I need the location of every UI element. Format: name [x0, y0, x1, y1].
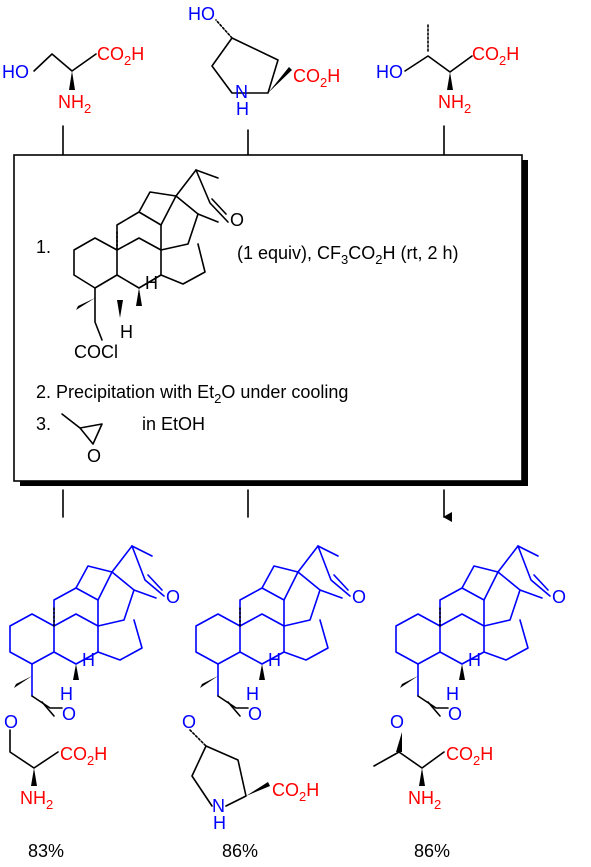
propylene-oxide: O [61, 413, 103, 466]
cocl-label: COCl [74, 342, 118, 362]
hydroxyproline-structure: HO CO2H N H [188, 4, 340, 119]
serine-nh2-label: NH2 [58, 92, 91, 116]
step-1-number: 1. [36, 237, 51, 257]
h-label-2: H [120, 322, 133, 342]
serine-structure: HO CO2H NH2 [2, 44, 144, 116]
hyp-co2h-label: CO2H [293, 66, 340, 90]
svg-text:H: H [268, 650, 281, 670]
svg-text:CO2H: CO2H [446, 744, 493, 768]
step-3-text: in EtOH [142, 414, 205, 434]
product-serine-ester: O H H O O CO2H NH2 [4, 545, 180, 812]
svg-text:O: O [352, 587, 366, 607]
h-label-1: H [145, 273, 158, 293]
product-threonine-ester: O H H O O CO2H NH2 [373, 545, 566, 812]
hyp-h-label: H [236, 99, 249, 119]
svg-text:O: O [182, 712, 196, 732]
svg-text:O: O [62, 704, 76, 724]
down-arrows [62, 489, 444, 517]
svg-text:N: N [212, 796, 225, 816]
step-2-text: 2. Precipitation with Et2O under cooling [36, 382, 348, 406]
step-3-number: 3. [36, 414, 51, 434]
serine-co2h-label: CO2H [97, 44, 144, 68]
reagent-box [13, 154, 523, 482]
step-1-conditions: (1 equiv), CF3CO2H (rt, 2 h) [237, 243, 459, 267]
svg-text:NH2: NH2 [20, 788, 53, 812]
svg-text:CO2H: CO2H [60, 744, 107, 768]
ketone-o-label: O [230, 210, 244, 230]
hyp-n-label: N [235, 82, 248, 102]
svg-text:NH2: NH2 [408, 788, 441, 812]
threonine-structure: HO CO2H NH2 [376, 24, 519, 116]
serine-ho-label: HO [2, 62, 29, 82]
epoxide-o-label: O [87, 446, 101, 466]
svg-text:CO2H: CO2H [272, 780, 319, 804]
thr-ho-label: HO [376, 62, 403, 82]
svg-text:H: H [446, 684, 459, 704]
svg-text:O: O [166, 587, 180, 607]
product-hydroxyproline-ester: O H H O O CO2H N H [182, 545, 366, 833]
svg-text:H: H [60, 684, 73, 704]
svg-text:O: O [448, 704, 462, 724]
yield-serine: 83% [28, 841, 64, 861]
svg-text:H: H [82, 650, 95, 670]
svg-text:O: O [4, 712, 18, 732]
svg-text:O: O [390, 712, 404, 732]
thr-co2h-label: CO2H [472, 44, 519, 68]
svg-text:H: H [468, 650, 481, 670]
yield-hydroxyproline: 86% [222, 841, 258, 861]
yield-threonine: 86% [414, 841, 450, 861]
connector-lines [62, 125, 445, 156]
hyp-ho-label: HO [188, 4, 215, 24]
svg-text:O: O [552, 587, 566, 607]
thr-nh2-label: NH2 [438, 92, 471, 116]
svg-text:H: H [213, 813, 226, 833]
svg-text:O: O [248, 704, 262, 724]
steviol-acyl-chloride: O H H COCl [73, 169, 244, 362]
svg-text:H: H [246, 684, 259, 704]
